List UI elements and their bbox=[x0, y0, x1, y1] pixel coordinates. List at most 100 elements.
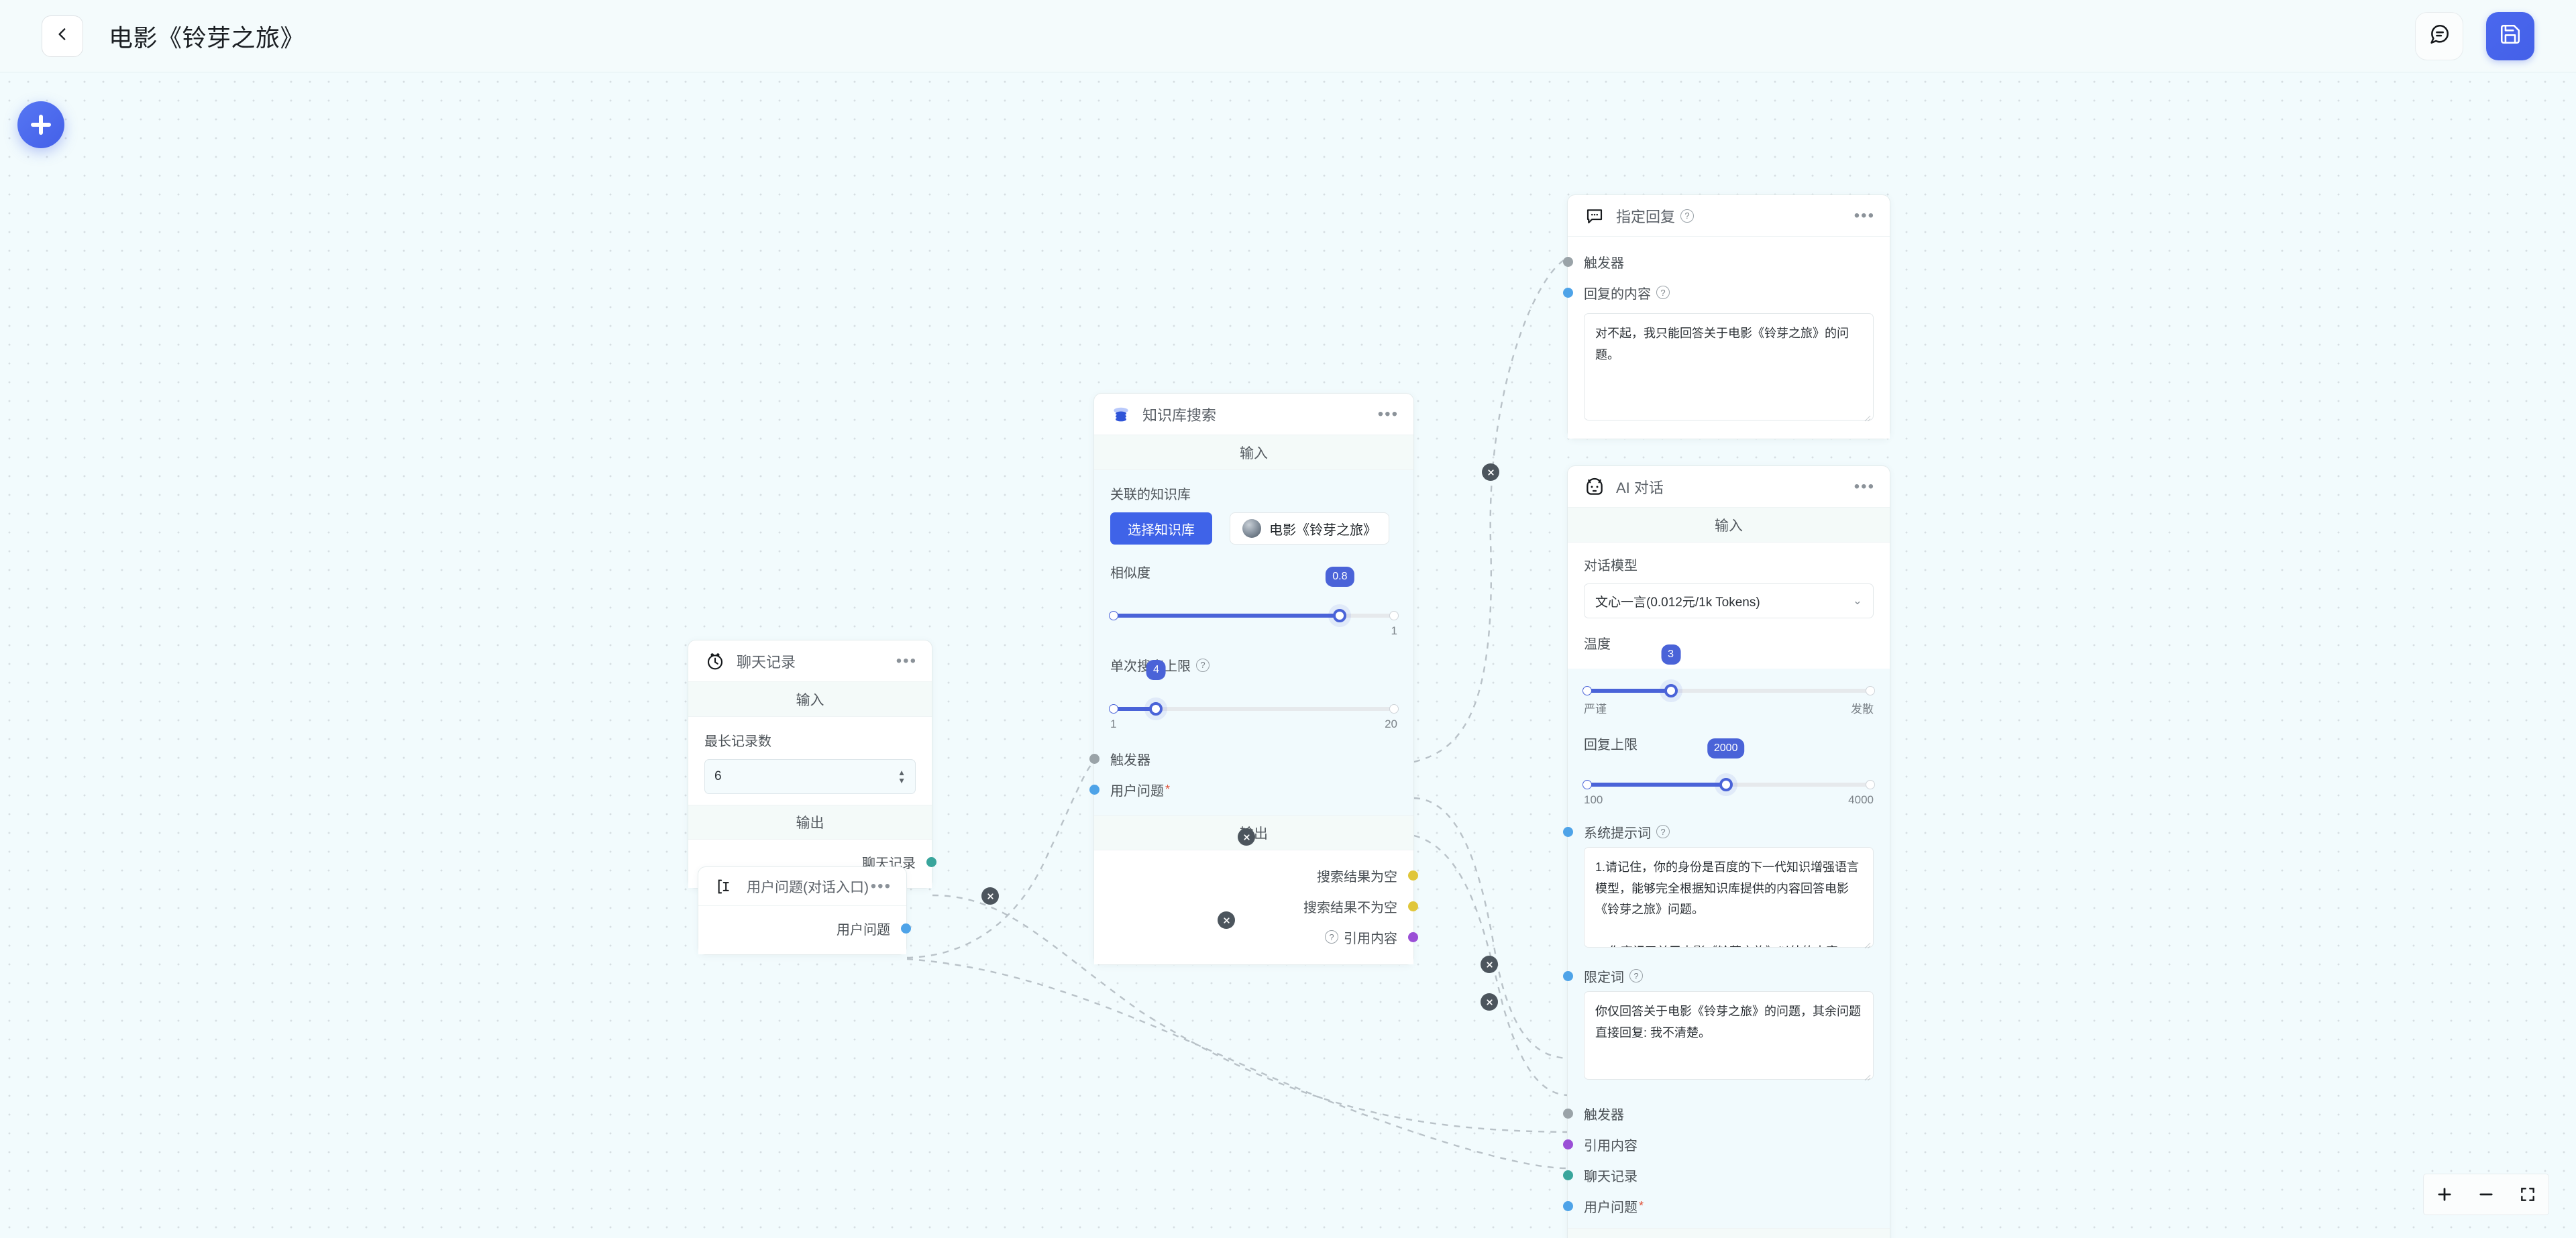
reply-content-textarea[interactable] bbox=[1584, 313, 1874, 420]
stepper-down-icon[interactable]: ▼ bbox=[898, 776, 906, 785]
edge-delete-button[interactable] bbox=[1482, 463, 1499, 481]
node-chat-history[interactable]: 聊天记录 ••• 输入 最长记录数 6 ▲ ▼ 输出 聊天记录 bbox=[688, 640, 936, 889]
output-section-band: 输出 bbox=[688, 805, 932, 840]
system-prompt-box[interactable] bbox=[1584, 847, 1874, 951]
help-icon[interactable]: ? bbox=[1325, 930, 1338, 944]
temperature-knob[interactable] bbox=[1664, 684, 1678, 697]
zoom-controls[interactable] bbox=[2423, 1174, 2549, 1215]
max-reply-track[interactable] bbox=[1582, 778, 1875, 791]
node-knowledge-base-search[interactable]: 知识库搜索 ••• 输入 关联的知识库 选择知识库 电影《铃芽之旅》 相似度 0… bbox=[1089, 393, 1418, 965]
fit-view-button[interactable] bbox=[2507, 1174, 2548, 1215]
edge-delete-button[interactable] bbox=[1481, 993, 1498, 1011]
help-icon[interactable]: ? bbox=[1680, 209, 1695, 223]
port-result-not-empty[interactable]: 搜索结果不为空 bbox=[1110, 891, 1418, 921]
port-qualifier[interactable]: 限定词 ? bbox=[1563, 960, 1874, 991]
model-label: 对话模型 bbox=[1584, 559, 1638, 573]
knowledge-base-avatar bbox=[1242, 519, 1261, 538]
search-limit-end-dot bbox=[1389, 704, 1399, 714]
max-reply-knob[interactable] bbox=[1719, 778, 1733, 791]
port-reply-content[interactable]: 回复的内容 ? bbox=[1563, 277, 1874, 308]
add-node-button[interactable] bbox=[17, 101, 64, 148]
chat-button[interactable] bbox=[2415, 11, 2463, 60]
help-icon[interactable]: ? bbox=[1656, 825, 1670, 838]
workflow-canvas[interactable]: 知识库搜索 ••• 输入 关联的知识库 选择知识库 电影《铃芽之旅》 相似度 0… bbox=[0, 72, 2576, 1238]
port-dot-result-not-empty[interactable] bbox=[1408, 901, 1418, 911]
node-header[interactable]: 指定回复 ? ••• bbox=[1568, 195, 1890, 237]
port-user-question-out[interactable]: 用户问题 bbox=[714, 913, 911, 944]
zoom-out-button[interactable] bbox=[2465, 1174, 2507, 1215]
port-dot-citation-in[interactable] bbox=[1563, 1139, 1573, 1149]
port-dot-result-empty[interactable] bbox=[1408, 870, 1418, 881]
search-limit-knob[interactable] bbox=[1149, 702, 1163, 716]
edge-delete-button[interactable] bbox=[1481, 956, 1498, 973]
edge-question-to-kb bbox=[906, 762, 1094, 959]
model-select[interactable]: 文心一言(0.012元/1k Tokens) ⌄ bbox=[1584, 583, 1874, 618]
max-reply-fill bbox=[1584, 783, 1726, 787]
port-result-empty[interactable]: 搜索结果为空 bbox=[1110, 860, 1418, 891]
zoom-in-button[interactable] bbox=[2424, 1174, 2465, 1215]
system-prompt-textarea[interactable] bbox=[1584, 847, 1874, 948]
port-trigger[interactable]: 触发器 bbox=[1563, 1098, 1874, 1129]
node-fixed-reply[interactable]: 指定回复 ? ••• 触发器 回复的内容 ? bbox=[1563, 194, 1890, 439]
port-label-user-question-out: 用户问题 bbox=[837, 922, 890, 938]
port-dot-trigger[interactable] bbox=[1563, 1108, 1573, 1119]
port-dot-qualifier[interactable] bbox=[1563, 970, 1573, 981]
port-dot-trigger[interactable] bbox=[1089, 753, 1099, 764]
similarity-knob[interactable] bbox=[1333, 609, 1347, 622]
port-system-prompt[interactable]: 系统提示词 ? bbox=[1563, 816, 1874, 847]
port-trigger[interactable]: 触发器 bbox=[1089, 743, 1397, 774]
save-button[interactable] bbox=[2486, 11, 2534, 60]
edge-delete-button[interactable] bbox=[1238, 828, 1255, 846]
qualifier-textarea[interactable] bbox=[1584, 991, 1874, 1080]
similarity-slider[interactable]: 0.8 1 bbox=[1109, 567, 1399, 643]
port-label-system-prompt: 系统提示词 bbox=[1584, 826, 1651, 841]
temperature-slider[interactable]: 3 严谨 发散 bbox=[1582, 644, 1875, 722]
port-dot-reply-content[interactable] bbox=[1563, 287, 1573, 298]
knowledge-base-tag[interactable]: 电影《铃芽之旅》 bbox=[1230, 512, 1389, 545]
qualifier-box[interactable] bbox=[1584, 991, 1874, 1083]
temperature-end-dot bbox=[1866, 686, 1875, 695]
max-reply-slider[interactable]: 2000 100 4000 bbox=[1582, 738, 1875, 812]
search-limit-slider[interactable]: 4 1 20 bbox=[1109, 660, 1399, 736]
port-dot-system-prompt[interactable] bbox=[1563, 826, 1573, 837]
port-user-question[interactable]: 用户问题* bbox=[1089, 774, 1397, 805]
select-knowledge-base-button[interactable]: 选择知识库 bbox=[1110, 512, 1212, 545]
node-menu-button[interactable]: ••• bbox=[1377, 404, 1399, 423]
stepper-arrows[interactable]: ▲ ▼ bbox=[898, 768, 906, 785]
help-icon[interactable]: ? bbox=[1629, 969, 1643, 982]
reply-content-box[interactable] bbox=[1584, 313, 1874, 424]
node-ai-chat[interactable]: AI 对话 ••• 输入 对话模型 文心一言(0.012元/1k Tokens)… bbox=[1563, 465, 1890, 1238]
node-header[interactable]: AI 对话 ••• bbox=[1568, 466, 1890, 508]
help-icon[interactable]: ? bbox=[1196, 658, 1210, 672]
search-limit-track[interactable] bbox=[1109, 702, 1399, 716]
node-menu-button[interactable]: ••• bbox=[870, 877, 892, 895]
edge-delete-button[interactable] bbox=[981, 887, 999, 905]
port-citation-in[interactable]: 引用内容 bbox=[1563, 1129, 1874, 1160]
port-dot-chat-history-out[interactable] bbox=[926, 856, 936, 867]
node-user-question-entry[interactable]: 用户问题(对话入口) ••• 用户问题 bbox=[698, 866, 911, 955]
port-dot-citation[interactable] bbox=[1408, 932, 1418, 942]
temperature-value-badge: 3 bbox=[1661, 644, 1681, 665]
port-user-question-in[interactable]: 用户问题* bbox=[1563, 1190, 1874, 1221]
temperature-track[interactable] bbox=[1582, 684, 1875, 697]
edge-delete-button[interactable] bbox=[1218, 911, 1235, 929]
back-button[interactable] bbox=[42, 15, 83, 57]
port-dot-user-question-out[interactable] bbox=[901, 923, 911, 934]
node-header[interactable]: 用户问题(对话入口) ••• bbox=[698, 867, 906, 906]
port-citation[interactable]: ? 引用内容 bbox=[1110, 921, 1418, 952]
node-menu-button[interactable]: ••• bbox=[1854, 477, 1875, 496]
port-dot-chat-history-in[interactable] bbox=[1563, 1170, 1573, 1180]
similarity-track[interactable] bbox=[1109, 609, 1399, 622]
max-records-stepper[interactable]: 6 ▲ ▼ bbox=[704, 759, 916, 794]
node-header[interactable]: 知识库搜索 ••• bbox=[1094, 394, 1413, 435]
port-dot-user-question[interactable] bbox=[1089, 784, 1099, 795]
node-header[interactable]: 聊天记录 ••• bbox=[688, 640, 932, 682]
help-icon[interactable]: ? bbox=[1656, 286, 1670, 299]
port-dot-trigger[interactable] bbox=[1563, 256, 1573, 267]
port-dot-user-question-in[interactable] bbox=[1563, 1200, 1573, 1211]
stepper-up-icon[interactable]: ▲ bbox=[898, 768, 906, 777]
node-menu-button[interactable]: ••• bbox=[1854, 206, 1875, 225]
node-menu-button[interactable]: ••• bbox=[896, 651, 917, 670]
port-chat-history-in[interactable]: 聊天记录 bbox=[1563, 1160, 1874, 1190]
port-trigger[interactable]: 触发器 bbox=[1563, 246, 1874, 277]
